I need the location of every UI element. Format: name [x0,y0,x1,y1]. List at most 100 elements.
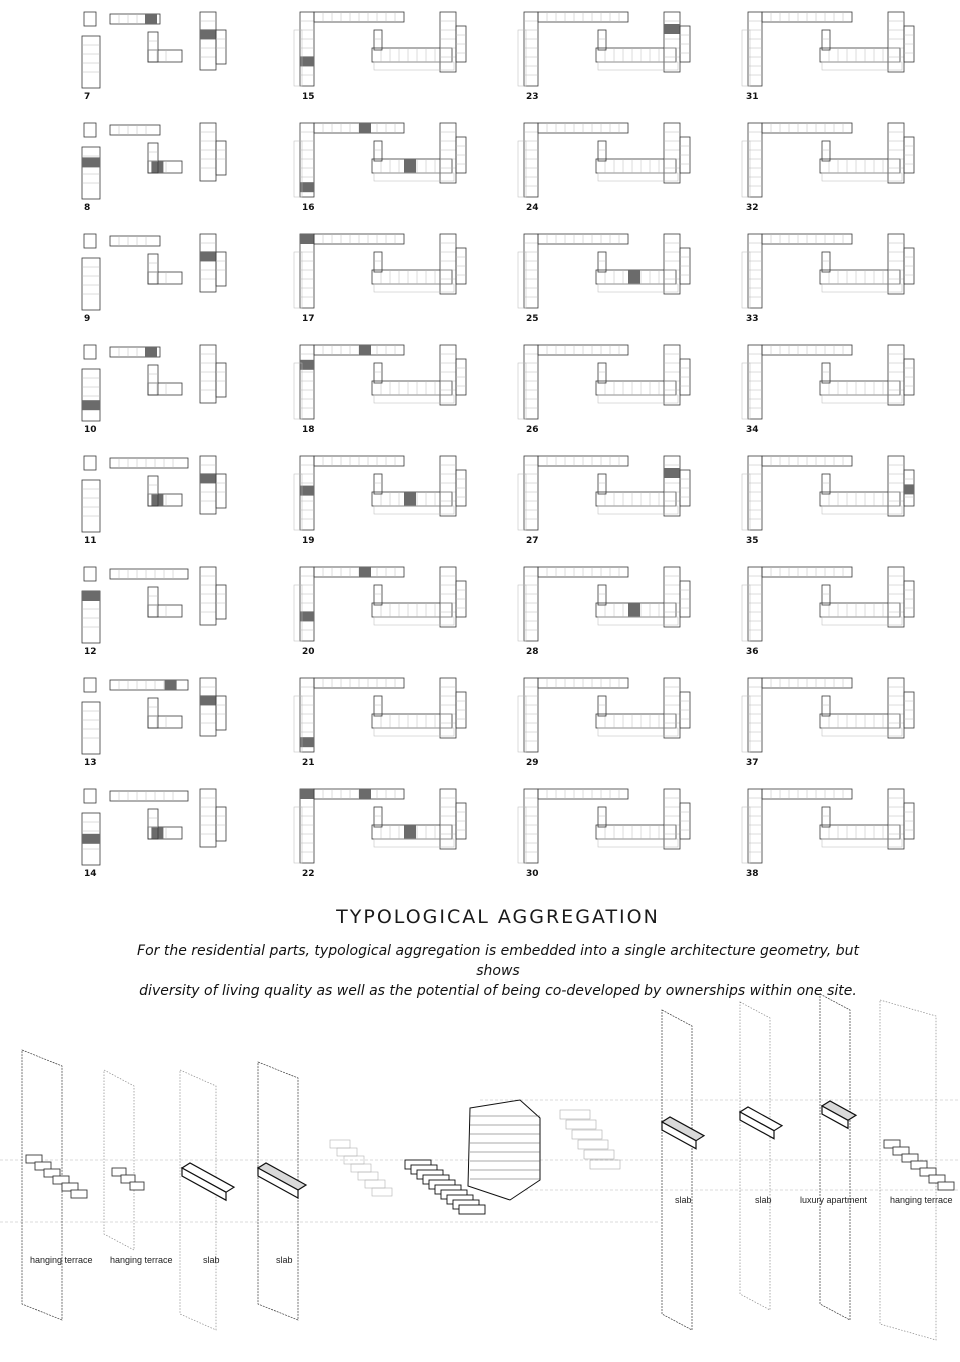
plan-number: 23 [526,92,539,102]
plan-wing [215,362,227,398]
plan-ghost-outline [373,727,455,737]
plan-wing [215,695,227,731]
plan-wing [109,679,189,691]
plan-wing [109,568,189,580]
plan-highlight [404,492,416,506]
plan-ghost-outline [517,140,527,198]
plan-number: 14 [84,869,97,879]
plan-number: 30 [526,869,539,879]
plan-ghost-outline [741,140,751,198]
plan-wing [821,806,831,828]
plan-ghost-outline [373,61,455,71]
plan-wing [83,677,97,693]
volume-block [937,1181,955,1191]
plan-wing [373,140,383,162]
plan-highlight [151,161,164,173]
plan-wing [373,29,383,51]
stepped-volume [883,1139,955,1191]
extrusion-frame [257,1061,299,1321]
plan-wing [747,233,763,309]
plan-highlight [664,24,680,34]
building-block [458,1204,486,1215]
plan-wing [215,806,227,842]
volume-block [52,1175,70,1185]
plan-wing [299,11,315,87]
plan-ghost-outline [293,29,303,87]
plan-ghost-outline [821,616,903,626]
floor-plan [741,677,915,753]
floor-plan [81,122,227,200]
plan-highlight [200,473,216,484]
extrusion-outline [739,1001,771,1311]
plan-wing [147,586,159,618]
plan-wing [299,122,315,198]
plan-wing [215,584,227,620]
plan-ghost-outline [293,806,303,864]
plan-ghost-outline [821,61,903,71]
slab-volume [660,1116,706,1150]
plan-wing [299,677,315,753]
plan-number: 38 [746,869,759,879]
typology-label: hanging terrace [30,1255,93,1265]
plan-highlight [300,789,314,799]
plan-wing [747,122,763,198]
plan-wing [215,251,227,287]
plan-ghost-outline [373,838,455,848]
description-line-1: For the residential parts, typological a… [137,943,859,979]
plan-wing [147,382,183,396]
floor-plan [293,455,467,531]
plan-wing [299,344,315,420]
extrusion-outline [879,999,937,1341]
plan-wing [83,233,97,249]
faded-block [589,1159,621,1170]
plan-ghost-outline [597,727,679,737]
plan-ghost-outline [597,616,679,626]
plan-ghost-outline [293,584,303,642]
extrusion-outline [21,1049,63,1321]
plan-highlight [300,359,314,370]
plan-wing [109,346,161,358]
plan-number: 9 [84,314,91,324]
floor-plan [741,233,915,309]
slab-volume [738,1106,784,1140]
plan-wing [821,584,831,606]
plan-wing [523,455,539,531]
plan-wing [597,29,607,51]
plan-wing [373,362,383,384]
extrusion-frame [879,999,937,1341]
plan-wing [821,695,831,717]
volume-block [111,1167,127,1177]
slab-volume [820,1100,858,1130]
plan-highlight [151,827,164,839]
slab-side [739,1110,775,1140]
floor-plan [81,788,227,866]
extrusion-outline [179,1069,217,1331]
plan-wing [83,11,97,27]
plan-number: 16 [302,203,315,213]
faded-block [559,1109,591,1120]
floor-plan [517,455,691,531]
plan-highlight [200,251,216,262]
faded-block [577,1139,609,1150]
plan-number: 37 [746,758,759,768]
plan-ghost-outline [517,251,527,309]
plan-ghost-outline [373,505,455,515]
floor-plan [741,122,915,198]
extrusion-outline [819,993,851,1321]
plan-highlight [300,56,314,67]
floor-plan [741,455,915,531]
plan-highlight [404,159,416,173]
plan-wing [147,31,159,63]
plan-wing [109,790,189,802]
plan-wing [83,344,97,360]
plan-ghost-outline [741,695,751,753]
floor-plan [517,233,691,309]
plan-highlight [300,737,314,748]
extrusion-outline [257,1061,299,1321]
volume-block [883,1139,901,1149]
faded-block [350,1163,372,1173]
plan-highlight [200,29,216,40]
plan-ghost-outline [293,473,303,531]
plan-wing [199,677,217,737]
plan-number: 33 [746,314,759,324]
